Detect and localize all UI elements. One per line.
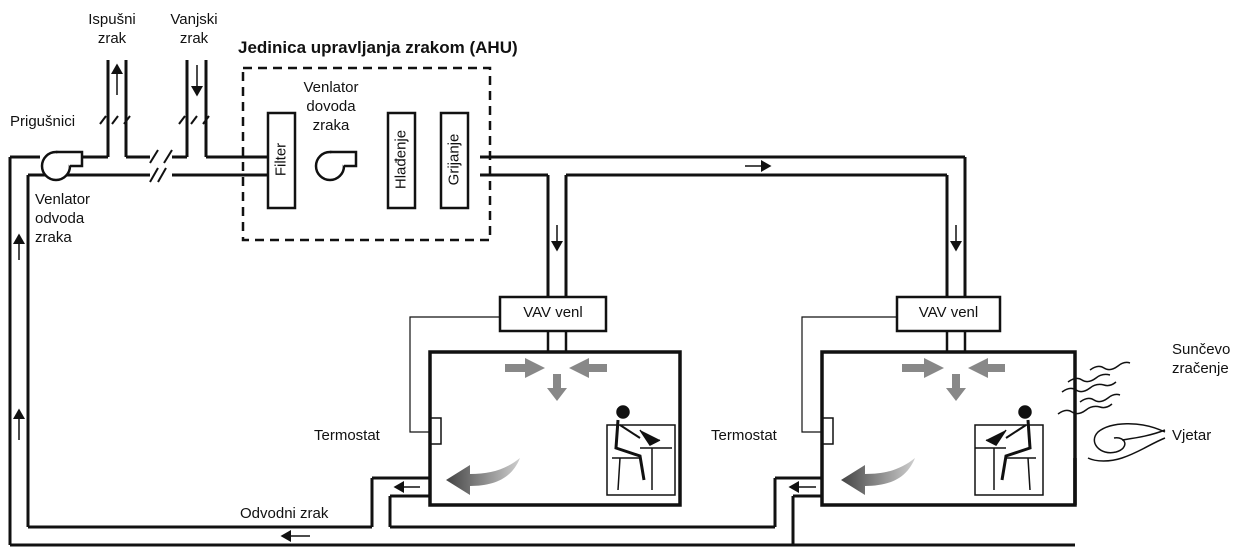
supply-fan-label: Venlator dovoda zraka (303, 79, 359, 134)
filter-label: Filter (272, 142, 290, 177)
solar-label: Sunčevo zračenje (1172, 341, 1231, 377)
outside-air-label: Vanjski zrak (170, 11, 218, 47)
filter-box (266, 111, 297, 210)
fan-icon (40, 150, 84, 182)
cooling-label: Hlađenje (392, 129, 410, 190)
person-at-desk-icon (974, 405, 1044, 496)
thermostat-label-2: Termostat (711, 427, 777, 444)
vav-box-2 (895, 295, 1002, 333)
thermostat-box-1 (430, 417, 442, 445)
outside-air-duct (185, 60, 208, 157)
dampers-label: Prigušnici (10, 113, 76, 130)
thermostat-label-1: Termostat (314, 427, 380, 444)
exhaust-air-label: Ispušni zrak (88, 11, 136, 47)
damper-icon (99, 115, 210, 125)
wind-icon (1087, 423, 1166, 462)
vav-box-1 (498, 295, 608, 333)
airflow-arrow-icon (841, 458, 915, 495)
airflow-arrow-icon (446, 458, 520, 495)
return-air-label: Odvodni zrak (240, 505, 329, 522)
exhaust-duct (106, 60, 128, 157)
ahu-box (241, 66, 492, 242)
sun-rays-icon (1057, 361, 1131, 415)
fan-icon (314, 150, 358, 182)
return-fan-label: Venlator odvoda zraka (35, 191, 91, 246)
heating-label: Grijanje (445, 133, 463, 186)
wind-label: Vjetar (1172, 427, 1212, 444)
heating-box (439, 111, 470, 210)
vav-label-1: VAV venl (523, 304, 583, 321)
person-at-desk-icon (606, 405, 676, 496)
airflow-arrow-icon (505, 358, 607, 401)
vav-label-2: VAV venl (918, 304, 979, 321)
airflow-arrow-icon (902, 358, 1005, 401)
cooling-box (386, 111, 417, 210)
thermostat-box-2 (822, 417, 834, 445)
ahu-title: Jedinica upravljanja zrakom (AHU) (238, 38, 518, 57)
